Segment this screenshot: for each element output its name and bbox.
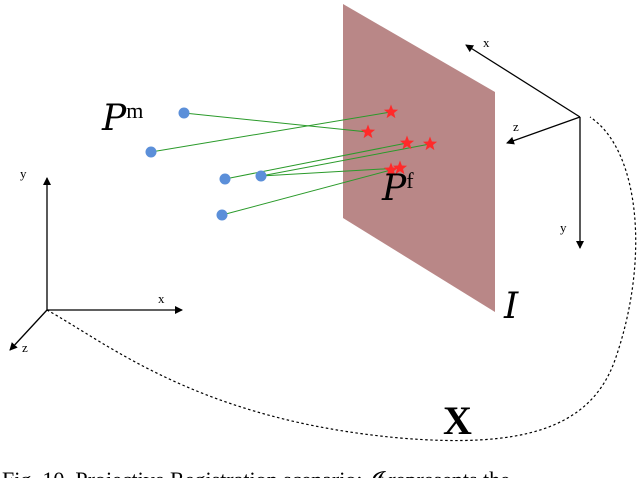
world-x-label: x	[158, 291, 165, 306]
fixed-points-label: Pf	[381, 168, 414, 209]
world-y-label: y	[20, 166, 27, 181]
moving-point	[255, 170, 267, 182]
image-plane	[343, 4, 495, 312]
fixed-point-star	[399, 135, 415, 150]
transform-label: X	[443, 398, 472, 443]
fixed-point-star	[392, 160, 408, 175]
correspondence-line	[221, 169, 392, 216]
world-z-label: z	[22, 340, 28, 355]
camera-x-axis	[465, 44, 581, 118]
camera-y-label: y	[560, 220, 567, 235]
image-plane-label: I	[503, 286, 519, 327]
correspondence-line	[260, 143, 431, 177]
moving-point	[216, 209, 228, 221]
transform-curve	[46, 116, 637, 442]
moving-point	[178, 107, 190, 119]
fixed-point-star	[383, 162, 399, 177]
correspondence-lines	[150, 111, 431, 216]
fixed-point-star	[422, 136, 438, 151]
world-z-axis	[9, 309, 48, 351]
figure-caption: Fig. 10. Projective Registration scenari…	[2, 467, 510, 478]
correspondence-line	[224, 142, 408, 180]
correspondence-line	[260, 167, 401, 177]
fixed-points	[360, 104, 438, 177]
moving-point	[145, 146, 157, 158]
moving-points	[145, 107, 267, 221]
correspondence-line	[150, 111, 392, 153]
fixed-point-star	[360, 124, 376, 139]
camera-x-label: x	[483, 35, 490, 50]
camera-z-label: z	[513, 119, 519, 134]
fixed-point-star	[383, 104, 399, 119]
camera-frame	[465, 44, 584, 249]
world-frame	[9, 177, 183, 351]
camera-z-axis	[506, 116, 581, 145]
moving-point	[219, 173, 231, 185]
correspondence-line	[183, 112, 369, 133]
moving-points-label: Pm	[101, 98, 143, 139]
